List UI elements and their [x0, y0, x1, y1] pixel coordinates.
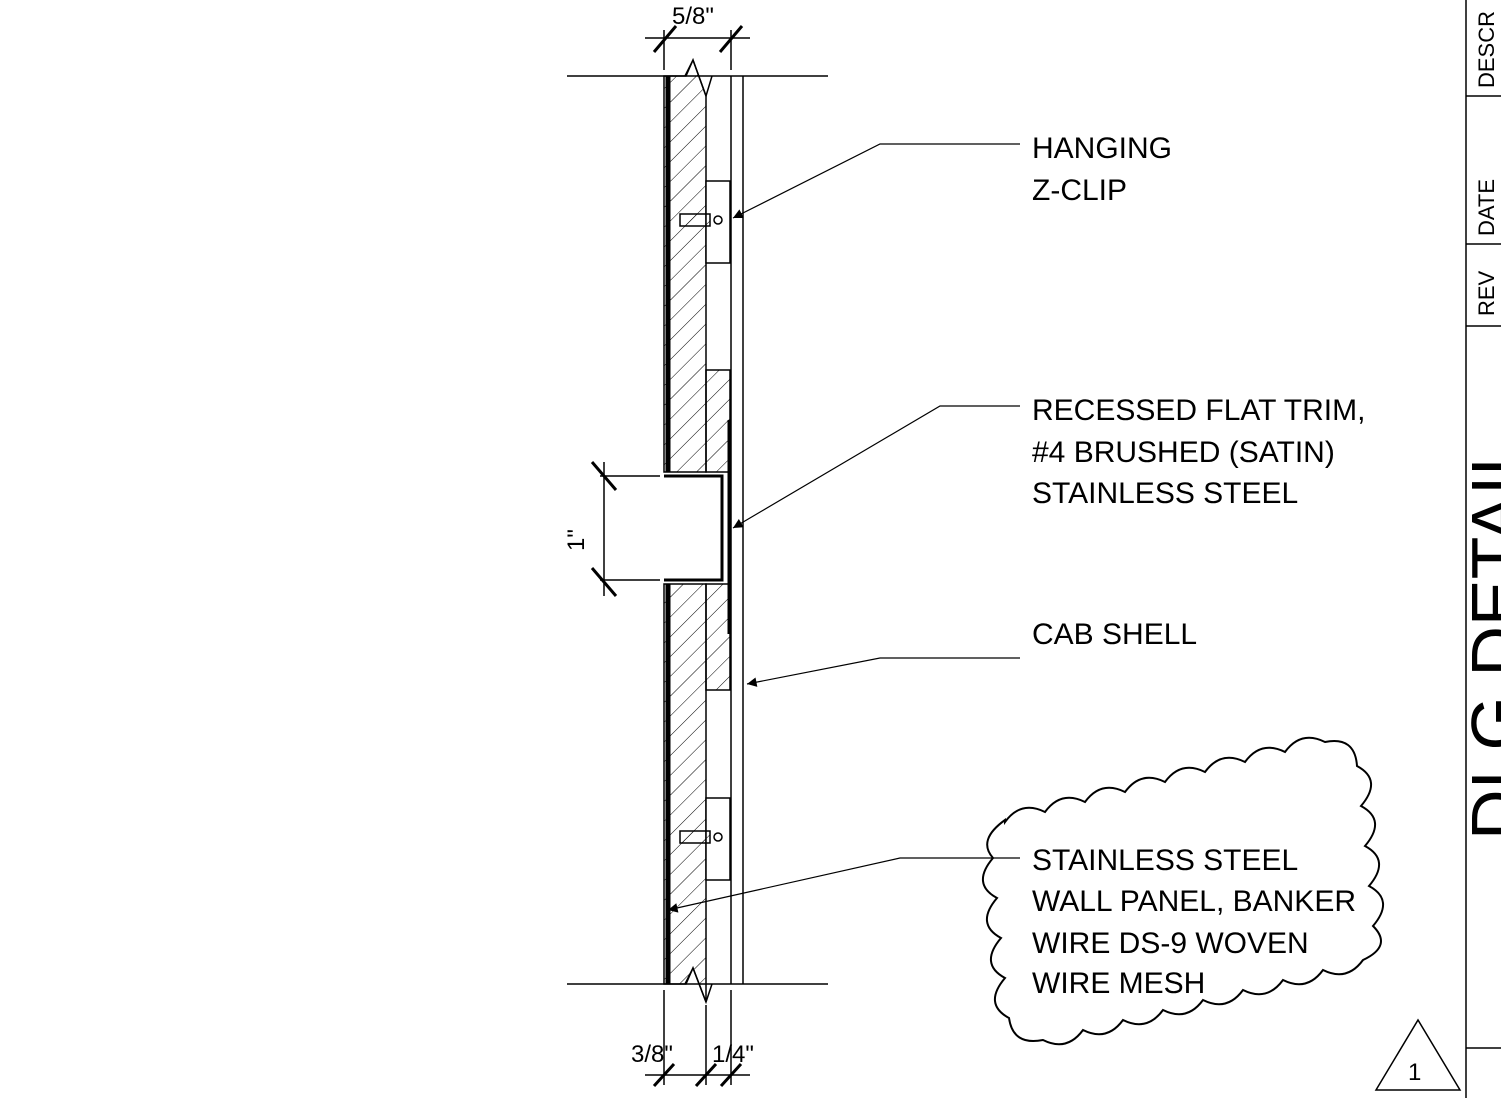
dimension-gap-label: 1" [563, 529, 590, 551]
cab-shell [730, 76, 744, 984]
callout-wall-panel: STAINLESS STEEL WALL PANEL, BANKER WIRE … [1032, 844, 1356, 1000]
callout-cab-shell: CAB SHELL [1032, 618, 1197, 651]
svg-text:HANGING: HANGING [1032, 132, 1172, 165]
dimension-bottom [645, 990, 750, 1088]
title-block-date-header: DATE [1474, 179, 1499, 236]
svg-text:WIRE DS-9 WOVEN: WIRE DS-9 WOVEN [1032, 927, 1309, 960]
dimension-gap [590, 461, 660, 597]
svg-text:WALL PANEL, BANKER: WALL PANEL, BANKER [1032, 885, 1356, 918]
wall-panel-lower [663, 583, 731, 1003]
title-block-description-header: DESCR [1474, 11, 1499, 88]
callout-z-clip: HANGING Z-CLIP [1032, 132, 1172, 207]
sheet-title: DI G DETAIL [1457, 437, 1501, 840]
title-block [1465, 0, 1501, 1098]
leaders [667, 143, 1020, 913]
svg-text:Z-CLIP: Z-CLIP [1032, 174, 1127, 207]
svg-text:CAB SHELL: CAB SHELL [1032, 618, 1197, 651]
z-clip-upper [679, 180, 731, 264]
dimension-bottom-left-label: 3/8" [631, 1041, 673, 1068]
revision-triangle [1374, 1018, 1462, 1091]
dimension-top [645, 25, 750, 70]
title-block-rev-header: REV [1474, 270, 1499, 316]
revision-cloud [982, 736, 1384, 1046]
recessed-trim [664, 420, 731, 634]
revision-number: 1 [1408, 1059, 1421, 1086]
svg-text:#4 BRUSHED (SATIN): #4 BRUSHED (SATIN) [1032, 436, 1335, 469]
svg-text:STAINLESS STEEL: STAINLESS STEEL [1032, 844, 1298, 877]
svg-text:RECESSED FLAT TRIM,: RECESSED FLAT TRIM, [1032, 394, 1365, 427]
wall-panel-upper [663, 57, 731, 473]
callout-trim: RECESSED FLAT TRIM, #4 BRUSHED (SATIN) S… [1032, 394, 1365, 510]
svg-text:WIRE MESH: WIRE MESH [1032, 967, 1205, 1000]
z-clip-lower [679, 797, 731, 881]
dimension-bottom-right-label: 1/4" [712, 1041, 754, 1068]
dimension-top-label: 5/8" [672, 3, 714, 30]
svg-text:STAINLESS STEEL: STAINLESS STEEL [1032, 477, 1298, 510]
